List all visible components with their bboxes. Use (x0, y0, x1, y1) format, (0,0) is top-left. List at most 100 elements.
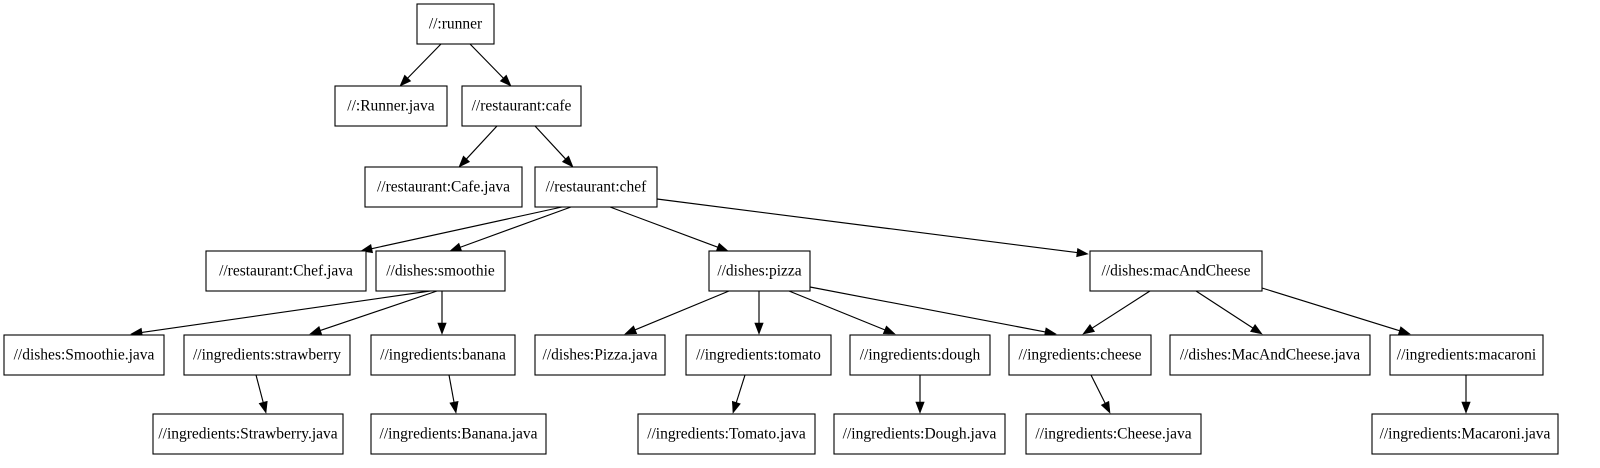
node-label: //dishes:smoothie (386, 263, 495, 280)
graph-node-restaurant_chef[interactable]: //restaurant:chef (534, 166, 658, 208)
graph-edge (731, 374, 746, 414)
edge-line (1090, 374, 1106, 404)
graph-edge (1261, 287, 1411, 336)
edge-arrowhead-icon (882, 325, 896, 335)
node-box[interactable] (1389, 334, 1544, 376)
graph-node-dishes_macandcheese_java[interactable]: //dishes:MacAndCheese.java (1169, 334, 1371, 376)
edge-line (469, 43, 504, 79)
edge-line (255, 374, 264, 403)
graph-edge (656, 198, 1089, 258)
edge-arrowhead-icon (731, 400, 741, 414)
edge-arrowhead-icon (258, 400, 268, 414)
node-label: //ingredients:Tomato.java (647, 426, 806, 443)
graph-node-ing_macaroni[interactable]: //ingredients:macaroni (1389, 334, 1544, 376)
graph-edge (309, 290, 438, 335)
graph-node-ing_dough[interactable]: //ingredients:dough (849, 334, 991, 376)
node-box[interactable] (1371, 413, 1559, 455)
graph-node-ing_banana_java[interactable]: //ingredients:Banana.java (370, 413, 547, 455)
node-label: //ingredients:banana (380, 347, 506, 364)
node-box[interactable] (1008, 334, 1152, 376)
edge-arrowhead-icon (1397, 326, 1411, 336)
node-label: //dishes:Smoothie.java (14, 347, 155, 364)
graph-edge (915, 375, 925, 414)
graph-node-ing_macaroni_java[interactable]: //ingredients:Macaroni.java (1371, 413, 1559, 455)
node-box[interactable] (849, 334, 991, 376)
edge-arrowhead-icon (449, 242, 463, 252)
graph-node-dishes_pizza[interactable]: //dishes:pizza (708, 250, 811, 292)
graph-node-ing_cheese_java[interactable]: //ingredients:Cheese.java (1025, 413, 1202, 455)
graph-node-ing_tomato[interactable]: //ingredients:tomato (685, 334, 832, 376)
graph-node-ing_strawberry_java[interactable]: //ingredients:Strawberry.java (152, 413, 344, 455)
node-box[interactable] (534, 166, 658, 208)
node-label: //ingredients:cheese (1018, 347, 1141, 364)
graph-node-restaurant_cafe_java[interactable]: //restaurant:Cafe.java (364, 166, 523, 208)
node-box[interactable] (370, 334, 516, 376)
edge-arrowhead-icon (1461, 401, 1471, 414)
node-box[interactable] (416, 3, 495, 45)
edge-arrowhead-icon (399, 74, 412, 87)
node-box[interactable] (152, 413, 344, 455)
node-label: //ingredients:Macaroni.java (1380, 426, 1551, 443)
node-box[interactable] (3, 334, 165, 376)
node-box[interactable] (685, 334, 832, 376)
node-box[interactable] (183, 334, 351, 376)
graph-edge (1082, 290, 1151, 335)
graph-node-restaurant_chef_java[interactable]: //restaurant:Chef.java (205, 250, 367, 292)
node-label: //ingredients:dough (860, 347, 981, 364)
edge-arrowhead-icon (1100, 400, 1111, 414)
edge-arrowhead-icon (561, 155, 574, 168)
node-label: //dishes:pizza (717, 263, 801, 280)
graph-node-ing_tomato_java[interactable]: //ingredients:Tomato.java (637, 413, 816, 455)
edge-line (141, 290, 431, 334)
node-box[interactable] (1169, 334, 1371, 376)
graph-edge (360, 206, 563, 254)
graph-node-dishes_pizza_java[interactable]: //dishes:Pizza.java (534, 334, 666, 376)
node-box[interactable] (1025, 413, 1202, 455)
node-box[interactable] (205, 250, 367, 292)
node-box[interactable] (334, 85, 448, 127)
edge-arrowhead-icon (1082, 323, 1096, 335)
graph-edge (255, 374, 268, 414)
node-box[interactable] (1089, 250, 1263, 292)
node-box[interactable] (461, 85, 582, 127)
graph-edge (469, 43, 512, 87)
node-box[interactable] (364, 166, 523, 208)
edge-line (466, 125, 498, 160)
edge-line (1195, 290, 1254, 329)
graph-node-restaurant_cafe[interactable]: //restaurant:cafe (461, 85, 582, 127)
edge-arrowhead-icon (458, 155, 471, 168)
edge-arrowhead-icon (309, 325, 323, 335)
graph-node-runner_java[interactable]: //:Runner.java (334, 85, 448, 127)
graph-edge (624, 290, 730, 335)
graph-node-dishes_smoothie_java[interactable]: //dishes:Smoothie.java (3, 334, 165, 376)
node-label: //ingredients:macaroni (1397, 347, 1537, 364)
node-label: //ingredients:strawberry (193, 347, 341, 364)
edge-line (448, 374, 455, 403)
graph-edge (754, 291, 764, 335)
node-label: //restaurant:chef (546, 179, 648, 196)
node-box[interactable] (637, 413, 816, 455)
edge-line (407, 43, 442, 79)
graph-node-runner[interactable]: //:runner (416, 3, 495, 45)
edge-line (609, 206, 718, 248)
node-box[interactable] (833, 413, 1006, 455)
edge-arrowhead-icon (1076, 247, 1089, 258)
edge-line (320, 290, 438, 332)
node-label: //dishes:Pizza.java (543, 347, 658, 364)
graph-node-ing_strawberry[interactable]: //ingredients:strawberry (183, 334, 351, 376)
edge-line (735, 374, 746, 403)
edge-arrowhead-icon (624, 325, 638, 335)
node-label: //:Runner.java (347, 98, 435, 115)
node-label: //dishes:macAndCheese (1102, 263, 1251, 280)
node-box[interactable] (708, 250, 811, 292)
graph-node-ing_banana[interactable]: //ingredients:banana (370, 334, 516, 376)
node-box[interactable] (370, 413, 547, 455)
graph-node-ing_cheese[interactable]: //ingredients:cheese (1008, 334, 1152, 376)
graph-node-dishes_smoothie[interactable]: //dishes:smoothie (375, 250, 506, 292)
graph-node-dishes_macandcheese[interactable]: //dishes:macAndCheese (1089, 250, 1263, 292)
graph-edge (437, 291, 447, 335)
node-box[interactable] (375, 250, 506, 292)
graph-node-ing_dough_java[interactable]: //ingredients:Dough.java (833, 413, 1006, 455)
node-box[interactable] (534, 334, 666, 376)
edge-arrowhead-icon (437, 322, 447, 335)
